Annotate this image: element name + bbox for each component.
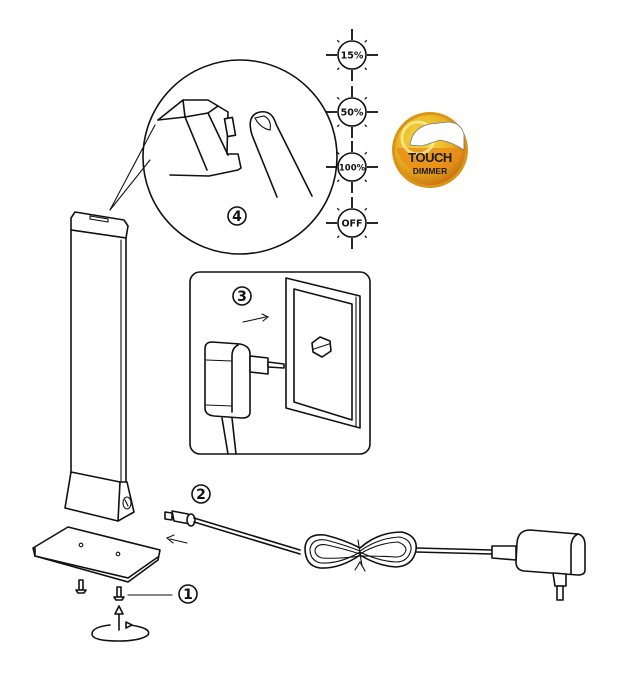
screw-icon (113, 586, 125, 601)
sun-ray (364, 39, 368, 43)
sun-ray (364, 235, 368, 239)
touch-button-detail: 4 (142, 59, 338, 255)
dimmer-level-off: OFF (326, 197, 378, 249)
step-1-number: 1 (183, 587, 193, 603)
dimmer-label: 15% (341, 51, 364, 62)
dimmer-levels: 15% 50% 100% OFF (326, 29, 378, 249)
touch-dimmer-badge: TOUCH DIMMER (392, 112, 468, 188)
sun-ray (364, 207, 368, 211)
sun-ray (364, 96, 368, 100)
sun-ray (336, 235, 340, 239)
sun-ray (336, 39, 340, 43)
sun-ray (336, 179, 340, 183)
screw-icon (75, 579, 87, 594)
dimmer-level-50: 50% (326, 86, 378, 138)
wall-socket-detail: 3 (189, 271, 371, 455)
lamp-body (64, 124, 156, 522)
sun-ray (364, 179, 368, 183)
step-4-number: 4 (232, 209, 242, 225)
step-3-number: 3 (237, 289, 247, 305)
sun-ray (336, 124, 340, 128)
power-cable: 2 (164, 484, 586, 601)
sun-ray (336, 151, 340, 155)
dimmer-label: 100% (339, 164, 366, 174)
sun-ray (364, 124, 368, 128)
sun-ray (336, 207, 340, 211)
sun-ray (336, 67, 340, 71)
dimmer-label: OFF (341, 219, 362, 230)
base-plate: 1 (32, 526, 198, 642)
sun-ray (336, 96, 340, 100)
sun-ray (364, 151, 368, 155)
sun-ray (364, 67, 368, 71)
dimmer-level-100: 100% (326, 141, 378, 193)
step-2-number: 2 (196, 487, 206, 503)
badge-subtitle: DIMMER (413, 166, 447, 176)
badge-title: TOUCH (408, 150, 452, 165)
dimmer-label: 50% (341, 108, 364, 119)
dimmer-level-15: 15% (326, 29, 378, 81)
